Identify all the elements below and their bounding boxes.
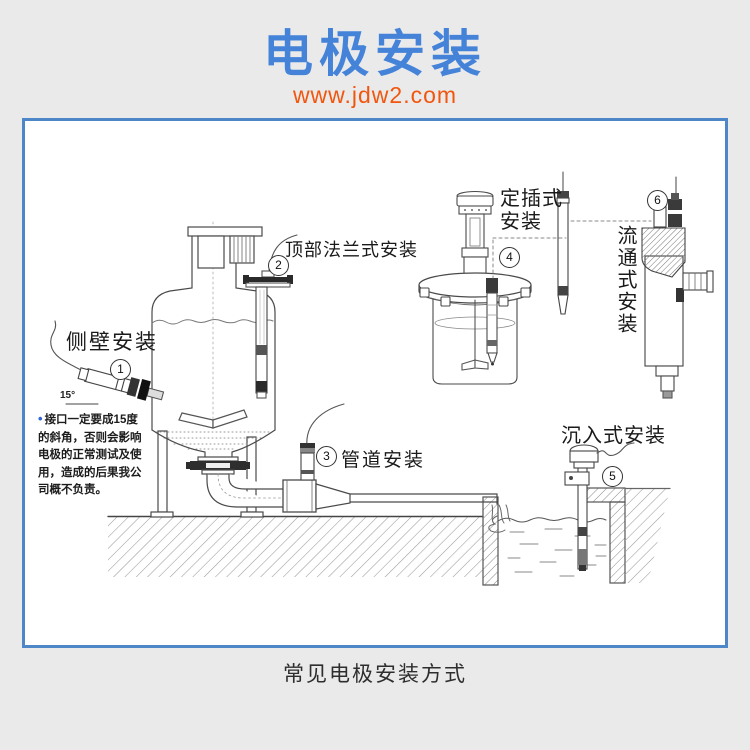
label-fixed-insert: 定插式 安装 [500,188,563,234]
pipe-electrode [300,403,345,481]
stirred-tank [150,221,276,518]
dashed-links [492,220,652,279]
warning-line-1: 接口一定要成15度 [44,414,138,426]
number-side-wall: 1 [110,359,131,380]
warning-line-2: 的斜角，否则会影响 [38,431,142,444]
label-top-flange: 顶部法兰式安装 [285,240,418,260]
warning-note: •接口一定要成15度 的斜角，否则会影响 电极的正常测试及使 用，造成的后果我公… [38,410,160,500]
label-submerged: 沉入式安装 [561,425,666,447]
electrode-standalone [556,171,570,315]
label-pipeline: 管道安装 [341,450,426,471]
diagram-frame [22,118,728,648]
ground-hatch [107,515,484,577]
page-title: 电极安装 [263,26,487,82]
diagram-caption: 常见电极安装方式 [283,663,467,686]
warning-line-5: 司概不负责。 [38,484,107,496]
warning-bullet: • [38,411,43,426]
number-top-flange: 2 [268,255,289,276]
warning-line-3: 电极的正常测试及使 [38,449,142,461]
installation-diagram [50,171,714,586]
number-submerged: 5 [602,466,623,487]
reactor-tank [418,190,532,385]
label-fixed-insert-line2: 安装 [500,211,542,233]
side-wall-electrode [50,320,165,405]
top-flange-electrode [243,234,298,399]
submerged-electrode [564,442,635,571]
number-fixed-insert: 4 [499,247,520,268]
pool-water [488,504,607,577]
label-fixed-insert-line1: 定插式 [500,188,563,210]
website-url: www.jdw2.com [292,82,458,108]
number-flow-through: 6 [647,190,668,211]
pipe-run [206,473,498,513]
flow-cell [641,176,714,399]
number-pipeline: 3 [316,446,337,467]
angle-label: 15° [60,390,76,401]
pool-walls [482,487,671,586]
label-flow-through: 流通式安装 [614,225,636,335]
label-side-wall: 侧壁安装 [66,331,158,354]
warning-line-4: 用，造成的后果我公 [38,466,142,479]
